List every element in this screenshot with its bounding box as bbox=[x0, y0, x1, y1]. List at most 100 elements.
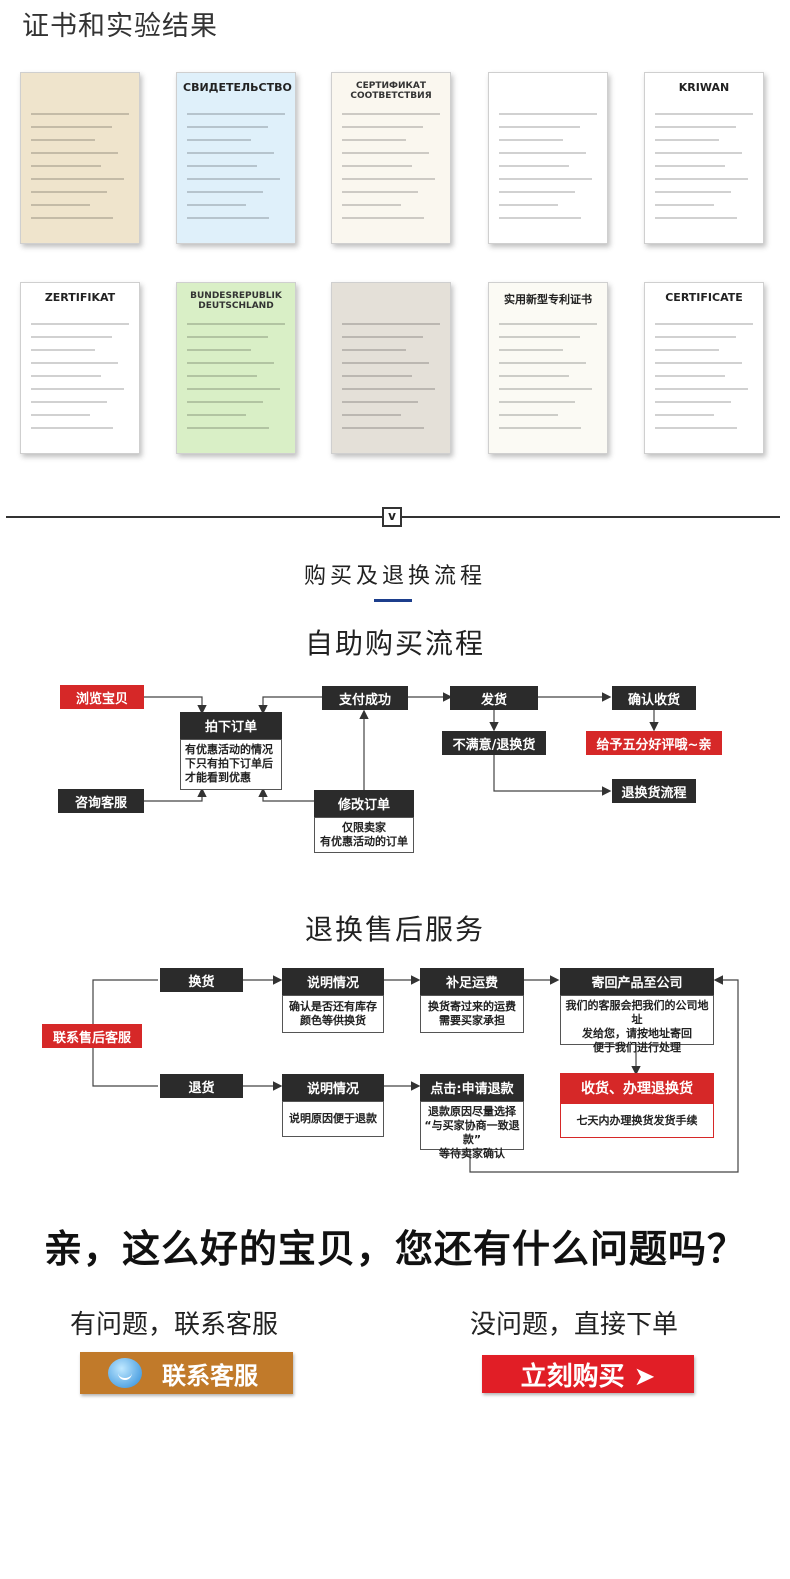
text-line bbox=[655, 375, 725, 377]
text-line bbox=[31, 178, 124, 180]
certificate-heading: СЕРТИФИКАТ СООТВЕТСТВИЯ bbox=[350, 81, 432, 101]
contact-service-label: 联系客服 bbox=[162, 1361, 258, 1390]
text-line bbox=[655, 427, 737, 429]
contact-service-button[interactable]: 联系客服 bbox=[80, 1352, 293, 1394]
exchange-step: 换货 bbox=[160, 968, 243, 992]
certificates-title: 证书和实验结果 bbox=[22, 11, 218, 42]
buy-now-button[interactable]: 立刻购买 ➤ bbox=[482, 1355, 694, 1393]
text-line bbox=[655, 178, 748, 180]
text-line bbox=[499, 178, 592, 180]
text-line bbox=[187, 191, 263, 193]
text-line bbox=[655, 191, 731, 193]
explain-refund-step: 说明情况 bbox=[282, 1074, 384, 1101]
text-line bbox=[187, 126, 268, 128]
text-line bbox=[499, 427, 581, 429]
text-line bbox=[655, 204, 714, 206]
apply-refund-note: 退款原因尽量选择 “与买家协商一致退款” 等待卖家确认 bbox=[420, 1101, 524, 1160]
apply-refund-step: 点击:申请退款 bbox=[420, 1074, 524, 1101]
text-line bbox=[187, 401, 263, 403]
receive-process-note: 七天内办理换货发货手续 bbox=[560, 1103, 714, 1138]
text-line bbox=[187, 349, 251, 351]
text-line bbox=[187, 388, 280, 390]
text-line bbox=[187, 165, 257, 167]
certificate-thumbnail[interactable]: ZERTIFIKAT bbox=[20, 282, 140, 454]
certificate-heading: 实用新型专利证书 bbox=[504, 293, 592, 306]
text-line bbox=[342, 323, 440, 325]
after-sales-title: 退换售后服务 bbox=[304, 913, 485, 946]
text-line bbox=[655, 113, 753, 115]
text-line bbox=[187, 427, 269, 429]
certificate-thumbnail[interactable]: CERTIFICATE bbox=[644, 282, 764, 454]
certificate-thumbnail[interactable]: СВИДЕТЕЛЬСТВО bbox=[176, 72, 296, 244]
text-line bbox=[342, 113, 440, 115]
text-line bbox=[655, 217, 737, 219]
certificate-thumbnail[interactable]: СЕРТИФИКАТ СООТВЕТСТВИЯ bbox=[331, 72, 451, 244]
text-line bbox=[499, 349, 563, 351]
text-line bbox=[342, 178, 435, 180]
text-line bbox=[187, 375, 257, 377]
certificate-thumbnail[interactable]: KRIWAN bbox=[644, 72, 764, 244]
text-line bbox=[31, 217, 113, 219]
text-line bbox=[499, 336, 580, 338]
text-line bbox=[655, 139, 719, 141]
text-line bbox=[31, 191, 107, 193]
text-line bbox=[31, 113, 129, 115]
text-line bbox=[499, 152, 586, 154]
pay-shipping-note: 换货寄过来的运费 需要买家承担 bbox=[420, 995, 524, 1033]
confirm-receipt-step: 确认收货 bbox=[612, 686, 696, 710]
text-line bbox=[655, 414, 714, 416]
text-line bbox=[187, 362, 274, 364]
chat-bubble-icon bbox=[108, 1358, 142, 1388]
pay-shipping-step: 补足运费 bbox=[420, 968, 524, 995]
payment-success-step: 支付成功 bbox=[322, 686, 408, 710]
text-line bbox=[499, 323, 597, 325]
return-process-step: 退换货流程 bbox=[612, 779, 696, 803]
text-line bbox=[31, 126, 112, 128]
ship-step: 发货 bbox=[450, 686, 538, 710]
text-line bbox=[655, 152, 742, 154]
text-line bbox=[31, 349, 95, 351]
receive-process-step: 收货、办理退换货 bbox=[560, 1073, 714, 1103]
text-line bbox=[342, 414, 401, 416]
text-line bbox=[187, 217, 269, 219]
text-line bbox=[187, 336, 268, 338]
text-line bbox=[655, 336, 736, 338]
text-line bbox=[31, 427, 113, 429]
explain-exchange-step: 说明情况 bbox=[282, 968, 384, 995]
text-line bbox=[655, 126, 736, 128]
text-line bbox=[31, 336, 112, 338]
text-line bbox=[342, 388, 435, 390]
chevron-down-icon[interactable]: v bbox=[382, 507, 402, 527]
text-line bbox=[342, 139, 406, 141]
text-line bbox=[655, 362, 742, 364]
send-back-note: 我们的客服会把我们的公司地址 发给您，请按地址寄回 便于我们进行处理 bbox=[560, 995, 714, 1054]
text-line bbox=[31, 401, 107, 403]
certificate-thumbnail[interactable]: 实用新型专利证书 bbox=[488, 282, 608, 454]
text-line bbox=[655, 349, 719, 351]
text-line bbox=[342, 191, 418, 193]
text-line bbox=[31, 388, 124, 390]
text-line bbox=[31, 362, 118, 364]
browse-product-step: 浏览宝贝 bbox=[60, 685, 144, 709]
text-line bbox=[342, 362, 429, 364]
certificate-thumbnail[interactable] bbox=[488, 72, 608, 244]
text-line bbox=[499, 388, 592, 390]
certificate-heading: KRIWAN bbox=[678, 81, 730, 94]
text-line bbox=[499, 113, 597, 115]
text-line bbox=[655, 165, 725, 167]
text-line bbox=[499, 362, 586, 364]
question-title: 亲，这么好的宝贝，您还有什么问题吗？ bbox=[43, 1227, 746, 1271]
text-line bbox=[342, 152, 429, 154]
certificate-thumbnail[interactable] bbox=[331, 282, 451, 454]
text-line bbox=[655, 323, 753, 325]
certificate-thumbnail[interactable]: BUNDESREPUBLIK DEUTSCHLAND bbox=[176, 282, 296, 454]
text-line bbox=[31, 323, 129, 325]
certificate-heading: ZERTIFIKAT bbox=[44, 291, 116, 304]
modify-order-note: 仅限卖家 有优惠活动的订单 bbox=[314, 817, 414, 853]
has-issue-label: 有问题，联系客服 bbox=[70, 1310, 279, 1340]
place-order-note: 有优惠活动的情况下只有拍下订单后才能看到优惠 bbox=[180, 739, 282, 790]
certificate-thumbnail[interactable] bbox=[20, 72, 140, 244]
text-line bbox=[187, 414, 246, 416]
text-line bbox=[342, 165, 412, 167]
